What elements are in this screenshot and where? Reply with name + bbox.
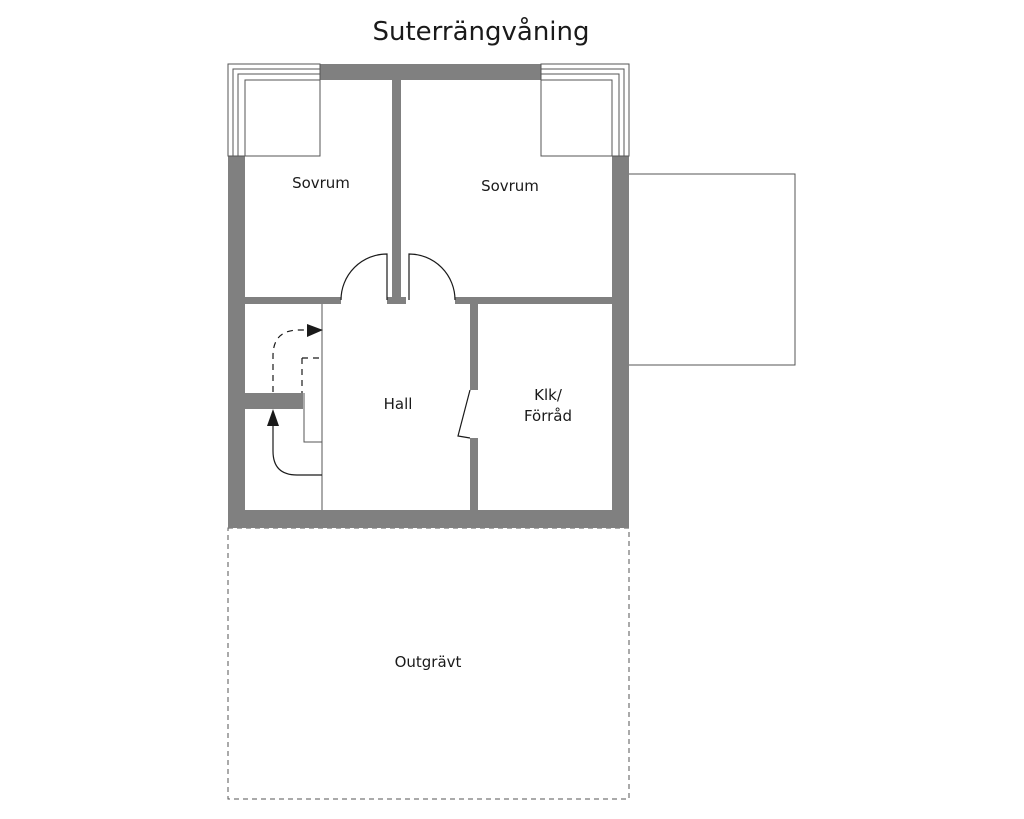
bedroom-divider-wall <box>392 80 401 298</box>
room-label-hall: Hall <box>384 395 413 413</box>
storage-wall-upper <box>470 304 478 390</box>
room-label-forrad: Förråd <box>524 407 572 425</box>
bottom-wall <box>228 510 629 528</box>
arrow-up-icon <box>267 409 279 426</box>
window-top-right <box>540 63 630 157</box>
room-label-klk: Klk/ <box>534 386 563 404</box>
bedroom-bottom-wall-mid <box>387 297 406 304</box>
room-label-sovrum-right: Sovrum <box>481 177 539 195</box>
bedroom-bottom-wall-right <box>455 297 612 304</box>
left-wall <box>228 156 245 528</box>
bedroom-doors <box>340 253 456 301</box>
stair-wall <box>245 393 303 409</box>
right-wall <box>612 156 629 528</box>
plan-title: Suterrängvåning <box>372 16 589 47</box>
staircase <box>267 304 323 510</box>
window-top-left <box>227 63 321 157</box>
top-wall <box>320 64 541 80</box>
storage-wall-lower <box>470 438 478 510</box>
bedroom-bottom-wall-left <box>245 297 341 304</box>
walls <box>228 64 629 528</box>
storage-door <box>457 389 471 439</box>
room-label-outgravt: Outgrävt <box>395 653 462 671</box>
room-label-sovrum-left: Sovrum <box>292 174 350 192</box>
arrow-right-icon <box>307 324 323 337</box>
terrace-outline <box>629 173 796 366</box>
